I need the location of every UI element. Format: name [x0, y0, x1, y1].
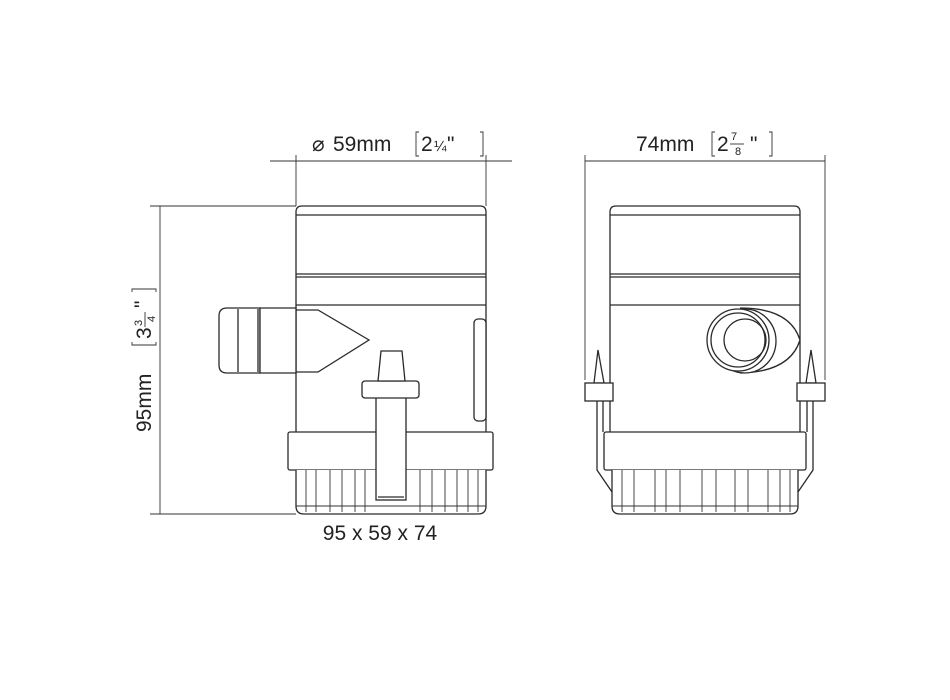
pump-body-front: [584, 205, 826, 515]
side-width-inch-fraction: ¼: [434, 138, 447, 155]
pump-body-side: [218, 205, 494, 515]
diameter-symbol: ⌀: [312, 133, 325, 156]
height-inch-whole: 3: [133, 327, 156, 339]
inch-mark: ": [447, 133, 454, 156]
height-inch-den: 4: [146, 316, 158, 322]
side-width-label: 59mm: [333, 133, 391, 156]
height-dimension: 95mm 3 3 4 ": [131, 205, 296, 515]
front-view: 74mm 2 7 8 ": [584, 131, 826, 515]
width-dimension-front: 74mm 2 7 8 ": [584, 131, 826, 380]
inch-mark: ": [131, 301, 154, 308]
side-width-inch-whole: 2: [421, 133, 433, 156]
front-width-inch-num: 7: [731, 131, 737, 143]
height-label: 95mm: [133, 374, 156, 432]
front-width-label: 74mm: [636, 133, 694, 156]
front-width-inch-den: 8: [735, 146, 741, 158]
inch-mark: ": [750, 133, 757, 156]
front-width-inch-whole: 2: [717, 133, 729, 156]
overall-dimensions: 95 x 59 x 74: [323, 522, 438, 545]
width-dimension-side: ⌀ 59mm 2 ¼ ": [270, 131, 512, 206]
side-view: ⌀ 59mm 2 ¼ " 95mm 3 3 4 ": [131, 131, 512, 545]
height-inch-num: 3: [133, 320, 145, 326]
